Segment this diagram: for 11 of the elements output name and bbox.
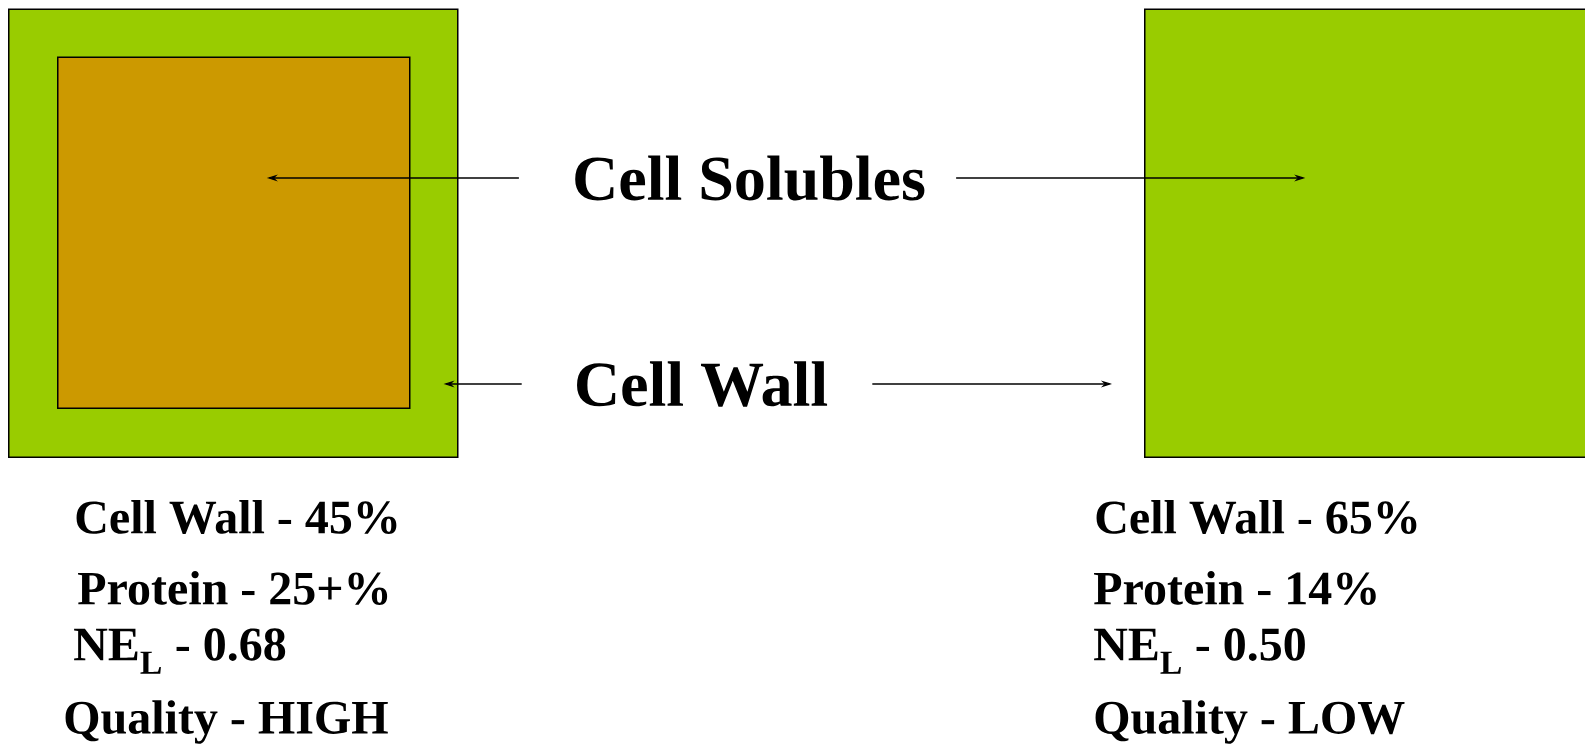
stat-text: Protein - 25+% bbox=[78, 571, 388, 605]
callout-text: Cell Solubles bbox=[575, 155, 925, 201]
stat-text: Quality - LOW bbox=[1095, 700, 1405, 744]
stat-text: NE$_{L}$ - 0.50 bbox=[1094, 628, 1305, 674]
inner-square bbox=[57, 56, 411, 409]
stat-text: Cell Wall - 45% bbox=[76, 499, 397, 534]
stat-text: Quality - HIGH bbox=[65, 700, 388, 744]
stat-text: NE$_{L}$ - 0.68 bbox=[74, 628, 286, 674]
callout-text: Cell Wall bbox=[577, 361, 828, 407]
stat-text: Protein - 14% bbox=[1094, 571, 1376, 605]
cell-square bbox=[1144, 8, 1585, 458]
